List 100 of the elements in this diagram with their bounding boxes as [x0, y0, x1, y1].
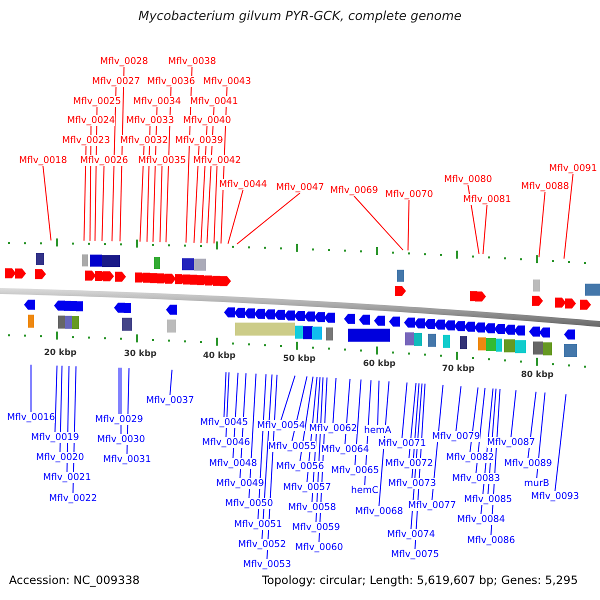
leader-line — [214, 166, 218, 244]
gene-label: Mflv_0069 — [330, 185, 378, 196]
gene-label: Mflv_0037 — [146, 395, 194, 406]
leader-line — [468, 184, 480, 254]
gene-label: Mflv_0044 — [219, 179, 268, 190]
gene-label: Mflv_0084 — [457, 514, 506, 525]
map-title: Mycobacterium gilvum PYR-GCK, complete genome — [137, 10, 463, 21]
gene-label: Mflv_0055 — [268, 441, 316, 452]
leader-line — [170, 369, 172, 396]
gene-label: Mflv_0029 — [95, 414, 144, 425]
gene-label: Mflv_0019 — [31, 432, 80, 443]
accession-note: Accession: NC_009338 — [9, 575, 140, 586]
gene-label: Mflv_0085 — [464, 494, 512, 505]
gene-label: Mflv_0087 — [487, 437, 536, 448]
leader-line — [42, 166, 52, 241]
leader-line — [84, 146, 86, 242]
gene-label: Mflv_0070 — [385, 189, 434, 200]
gene-label: Mflv_0065 — [331, 465, 380, 476]
leader-line — [377, 380, 380, 426]
leader-line — [118, 367, 120, 414]
gene-label: Mflv_0043 — [203, 76, 252, 87]
gene-label: Mflv_0077 — [408, 500, 456, 511]
gene-label: Mflv_0026 — [80, 155, 128, 166]
leader-line — [564, 174, 574, 260]
gene-label: Mflv_0048 — [209, 458, 258, 469]
gene-label: Mflv_0053 — [243, 559, 292, 570]
gene-label: Mflv_0028 — [100, 56, 148, 67]
gene-label: Mflv_0082 — [446, 452, 494, 463]
gene-label: Mflv_0051 — [234, 519, 282, 530]
gene-label: Mflv_0039 — [175, 135, 224, 146]
gene-label: Mflv_0088 — [521, 181, 570, 192]
gene-label: Mflv_0022 — [49, 493, 98, 504]
scale-label: 30 kbp — [124, 349, 157, 360]
leader-line — [354, 379, 362, 466]
gene-label: Mflv_0058 — [288, 502, 336, 513]
gene-label: Mflv_0027 — [92, 76, 140, 87]
leader-line — [194, 146, 200, 244]
leader-line — [408, 382, 416, 458]
leader-line — [456, 386, 462, 432]
gene-label: Mflv_0057 — [283, 482, 332, 493]
leader-line — [236, 192, 300, 244]
gene-label: Mflv_0046 — [202, 437, 250, 448]
leader-line — [140, 146, 144, 242]
gene-label: Mflv_0079 — [432, 431, 480, 442]
gene-label: Mflv_0059 — [292, 522, 340, 533]
scale-label: 40 kbp — [203, 351, 236, 362]
gene-label: Mflv_0035 — [138, 155, 186, 166]
gene-label: Mflv_0086 — [467, 535, 516, 546]
gene-label: Mflv_0034 — [133, 96, 182, 107]
leader-line — [112, 86, 116, 242]
scale-label: 20 kbp — [44, 348, 77, 359]
gene-label: Mflv_0073 — [388, 478, 436, 489]
gene-label: Mflv_0038 — [168, 56, 216, 67]
gene-label: Mflv_0054 — [257, 420, 306, 431]
gene-label: Mflv_0081 — [463, 194, 512, 205]
gene-label: Mflv_0080 — [444, 174, 492, 185]
leader-line — [60, 365, 62, 452]
scale-label: 70 kbp — [442, 364, 475, 375]
gene-label: Mflv_0093 — [531, 491, 580, 502]
leader-line — [54, 365, 58, 432]
leader-line — [408, 200, 410, 251]
leader-line — [536, 392, 546, 478]
gene-label: Mflv_0030 — [97, 434, 146, 445]
gene-label: Mflv_0072 — [385, 458, 434, 469]
gene-label: Mflv_0033 — [126, 115, 174, 126]
leader-line — [224, 372, 226, 418]
gene-label: Mflv_0045 — [200, 417, 248, 428]
gene-label: Mflv_0056 — [276, 461, 324, 472]
gene-label: Mflv_0089 — [504, 458, 552, 469]
gene-label: hemA — [364, 425, 392, 436]
gene-label: Mflv_0049 — [216, 478, 264, 489]
leader-line — [102, 166, 104, 242]
gene-label: Mflv_0023 — [62, 135, 110, 146]
gene-label: Mflv_0047 — [276, 182, 324, 193]
gene-label: Mflv_0062 — [309, 423, 358, 434]
gene-label: Mflv_0083 — [452, 473, 500, 484]
gene-label: Mflv_0016 — [7, 412, 56, 423]
gene-label: Mflv_0040 — [183, 115, 232, 126]
gene-label: Mflv_0018 — [19, 155, 68, 166]
leader-line — [228, 190, 244, 244]
gene-label: Mflv_0036 — [147, 76, 196, 87]
gene-label: Mflv_0064 — [321, 444, 370, 455]
leader-line — [332, 378, 336, 424]
scale-label: 50 kbp — [283, 354, 316, 365]
leader-line — [354, 196, 404, 251]
gene-label: Mflv_0052 — [238, 539, 286, 550]
gene-label: Mflv_0071 — [378, 438, 426, 449]
leader-line — [510, 390, 516, 438]
leader-line — [280, 375, 296, 420]
gene-label: Mflv_0050 — [225, 498, 274, 509]
leader-line — [300, 376, 314, 462]
leader-line — [538, 192, 546, 258]
leader-line — [482, 204, 488, 255]
gene-label: hemC — [351, 485, 378, 496]
gene-label: Mflv_0042 — [193, 155, 242, 166]
scale-label: 60 kbp — [363, 359, 396, 370]
gene-label: Mflv_0068 — [355, 506, 404, 517]
leader-line — [30, 364, 32, 412]
gene-label: Mflv_0075 — [391, 549, 440, 560]
gene-label: Mflv_0024 — [67, 115, 116, 126]
